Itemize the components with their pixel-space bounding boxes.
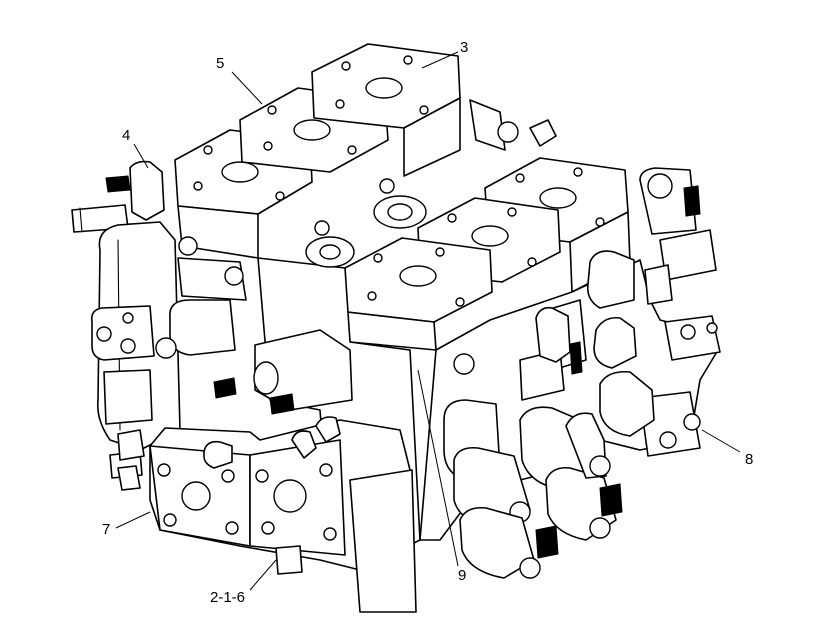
callout-4: 4 <box>122 127 131 144</box>
callout-5: 5 <box>216 55 225 72</box>
callout-7: 7 <box>102 521 111 538</box>
electrical-connectors <box>105 160 701 559</box>
callout-2-1-6: 2-1-6 <box>210 589 246 606</box>
callout-9: 9 <box>458 567 467 584</box>
callout-3: 3 <box>460 39 469 56</box>
solenoid-cartridges <box>443 399 617 579</box>
leader-lines <box>115 51 741 591</box>
callout-8: 8 <box>745 451 754 468</box>
inlet-port-block <box>117 416 417 613</box>
top-caps <box>174 43 631 351</box>
